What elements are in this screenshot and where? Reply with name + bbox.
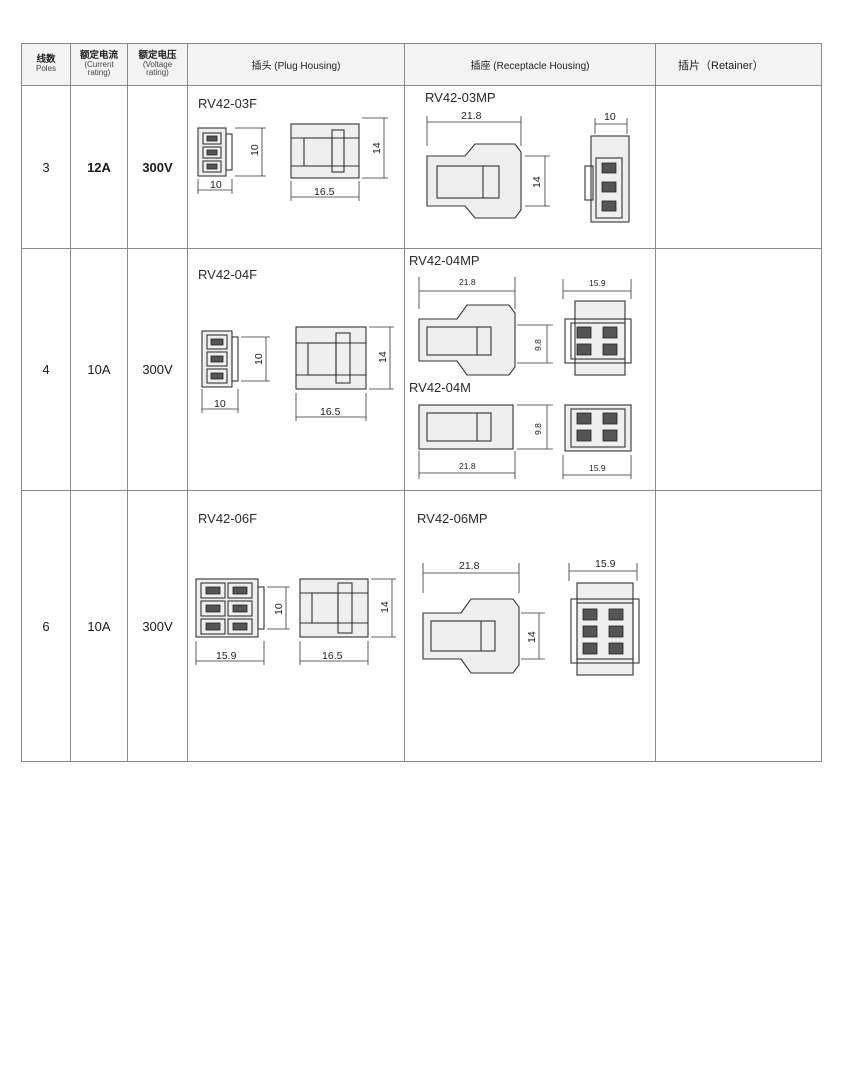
plug-length-dim: 16.5 [320, 406, 341, 418]
header-voltage-en1: (Voltage [142, 60, 173, 70]
connector-spec-table: 线数 Poles 额定电流 (Current rating) 额定电压 (Vol… [21, 43, 822, 762]
header-receptacle-housing: 插座 (Receptacle Housing) [404, 43, 656, 86]
retainer-cell [655, 248, 822, 491]
receptacle2-width-dim: 15.9 [589, 463, 606, 473]
header-voltage: 额定电压 (Voltage rating) [127, 43, 188, 86]
header-poles: 线数 Poles [21, 43, 71, 86]
voltage-cell: 300V [127, 248, 188, 491]
table-row: 3 12A 300V RV42-03F 10 10 [21, 85, 822, 249]
current-cell: 12A [70, 85, 128, 249]
receptacle-length-dim: 21.8 [461, 110, 482, 122]
plug-width-dim: 15.9 [216, 650, 237, 662]
receptacle-part-number-2: RV42-04M [409, 380, 471, 395]
current-cell: 10A [70, 490, 128, 762]
receptacle-housing-drawing: 21.8 14 10 [426, 110, 630, 223]
header-current: 额定电流 (Current rating) [70, 43, 128, 86]
spec-sheet: 线数 Poles 额定电流 (Current rating) 额定电压 (Vol… [21, 43, 822, 762]
table-row: 4 10A 300V RV42-04F 10 10 [21, 248, 822, 491]
plug-length-dim: 16.5 [314, 186, 335, 198]
receptacle-housing-cell: RV42-04MP 21.8 9.8 15.9 [404, 248, 656, 491]
plug-housing-cell: RV42-04F 10 10 [187, 248, 405, 491]
header-current-cn: 额定电流 [79, 50, 118, 62]
receptacle-housing-cell: RV42-03MP 21.8 14 10 [404, 85, 656, 249]
plug-housing-cell: RV42-03F 10 10 [187, 85, 405, 249]
receptacle-part-number: RV42-03MP [425, 90, 496, 105]
header-voltage-en2: rating) [146, 68, 169, 78]
plug-housing-drawing: 15.9 10 16.5 14 [195, 578, 396, 665]
receptacle-height-dim: 14 [531, 176, 543, 188]
plug-depth-dim: 14 [379, 601, 391, 613]
receptacle-length-dim: 21.8 [459, 277, 476, 287]
poles-cell: 3 [21, 85, 71, 249]
receptacle-height-dim: 9.8 [533, 339, 543, 351]
header-current-en2: rating) [87, 68, 111, 78]
receptacle2-height-dim: 9.8 [533, 423, 543, 435]
table-header-row: 线数 Poles 额定电流 (Current rating) 额定电压 (Vol… [21, 43, 822, 86]
receptacle-part-number: RV42-04MP [409, 253, 480, 268]
header-poles-cn: 线数 [36, 54, 56, 66]
receptacle-width-dim: 15.9 [595, 558, 616, 570]
plug-housing-drawing: 10 10 16.5 14 [197, 117, 388, 201]
plug-width-dim: 10 [210, 179, 222, 191]
receptacle-length-dim: 21.8 [459, 560, 480, 572]
plug-depth-dim: 14 [371, 142, 383, 154]
header-current-en1: (Current [84, 60, 114, 70]
receptacle-width-dim: 15.9 [589, 278, 606, 288]
retainer-cell [655, 490, 822, 762]
receptacle-housing-drawing-2: 21.8 9.8 15.9 [418, 404, 632, 479]
receptacle-width-dim: 10 [604, 111, 616, 123]
receptacle-height-dim: 14 [526, 631, 538, 643]
header-poles-en: Poles [35, 64, 56, 74]
plug-height-dim: 10 [273, 603, 285, 615]
header-retainer: 插片（Retainer） [655, 43, 822, 86]
plug-housing-drawing: 10 10 16.5 14 [201, 326, 394, 421]
table-row: 6 10A 300V RV42-06F 15.9 [21, 490, 822, 762]
retainer-cell [655, 85, 822, 249]
plug-part-number: RV42-04F [198, 267, 258, 282]
plug-width-dim: 10 [214, 398, 226, 410]
voltage-cell: 300V [127, 490, 188, 762]
poles-cell: 6 [21, 490, 71, 762]
current-cell: 10A [70, 248, 128, 491]
poles-cell: 4 [21, 248, 71, 491]
plug-height-dim: 10 [249, 144, 261, 156]
receptacle-part-number: RV42-06MP [417, 511, 488, 526]
receptacle-housing-drawing: 21.8 9.8 15.9 [418, 277, 632, 376]
plug-part-number: RV42-06F [198, 511, 258, 526]
plug-part-number: RV42-03F [198, 96, 258, 111]
plug-housing-cell: RV42-06F 15.9 10 [187, 490, 405, 762]
receptacle-housing-drawing: 21.8 14 15.9 [422, 558, 640, 676]
plug-length-dim: 16.5 [322, 650, 343, 662]
header-voltage-cn: 额定电压 [138, 50, 177, 62]
plug-height-dim: 10 [253, 353, 265, 365]
plug-depth-dim: 14 [377, 351, 389, 363]
voltage-cell: 300V [127, 85, 188, 249]
receptacle2-length-dim: 21.8 [459, 461, 476, 471]
header-plug-housing: 插头 (Plug Housing) [187, 43, 405, 86]
receptacle-housing-cell: RV42-06MP 21.8 14 15.9 [404, 490, 656, 762]
